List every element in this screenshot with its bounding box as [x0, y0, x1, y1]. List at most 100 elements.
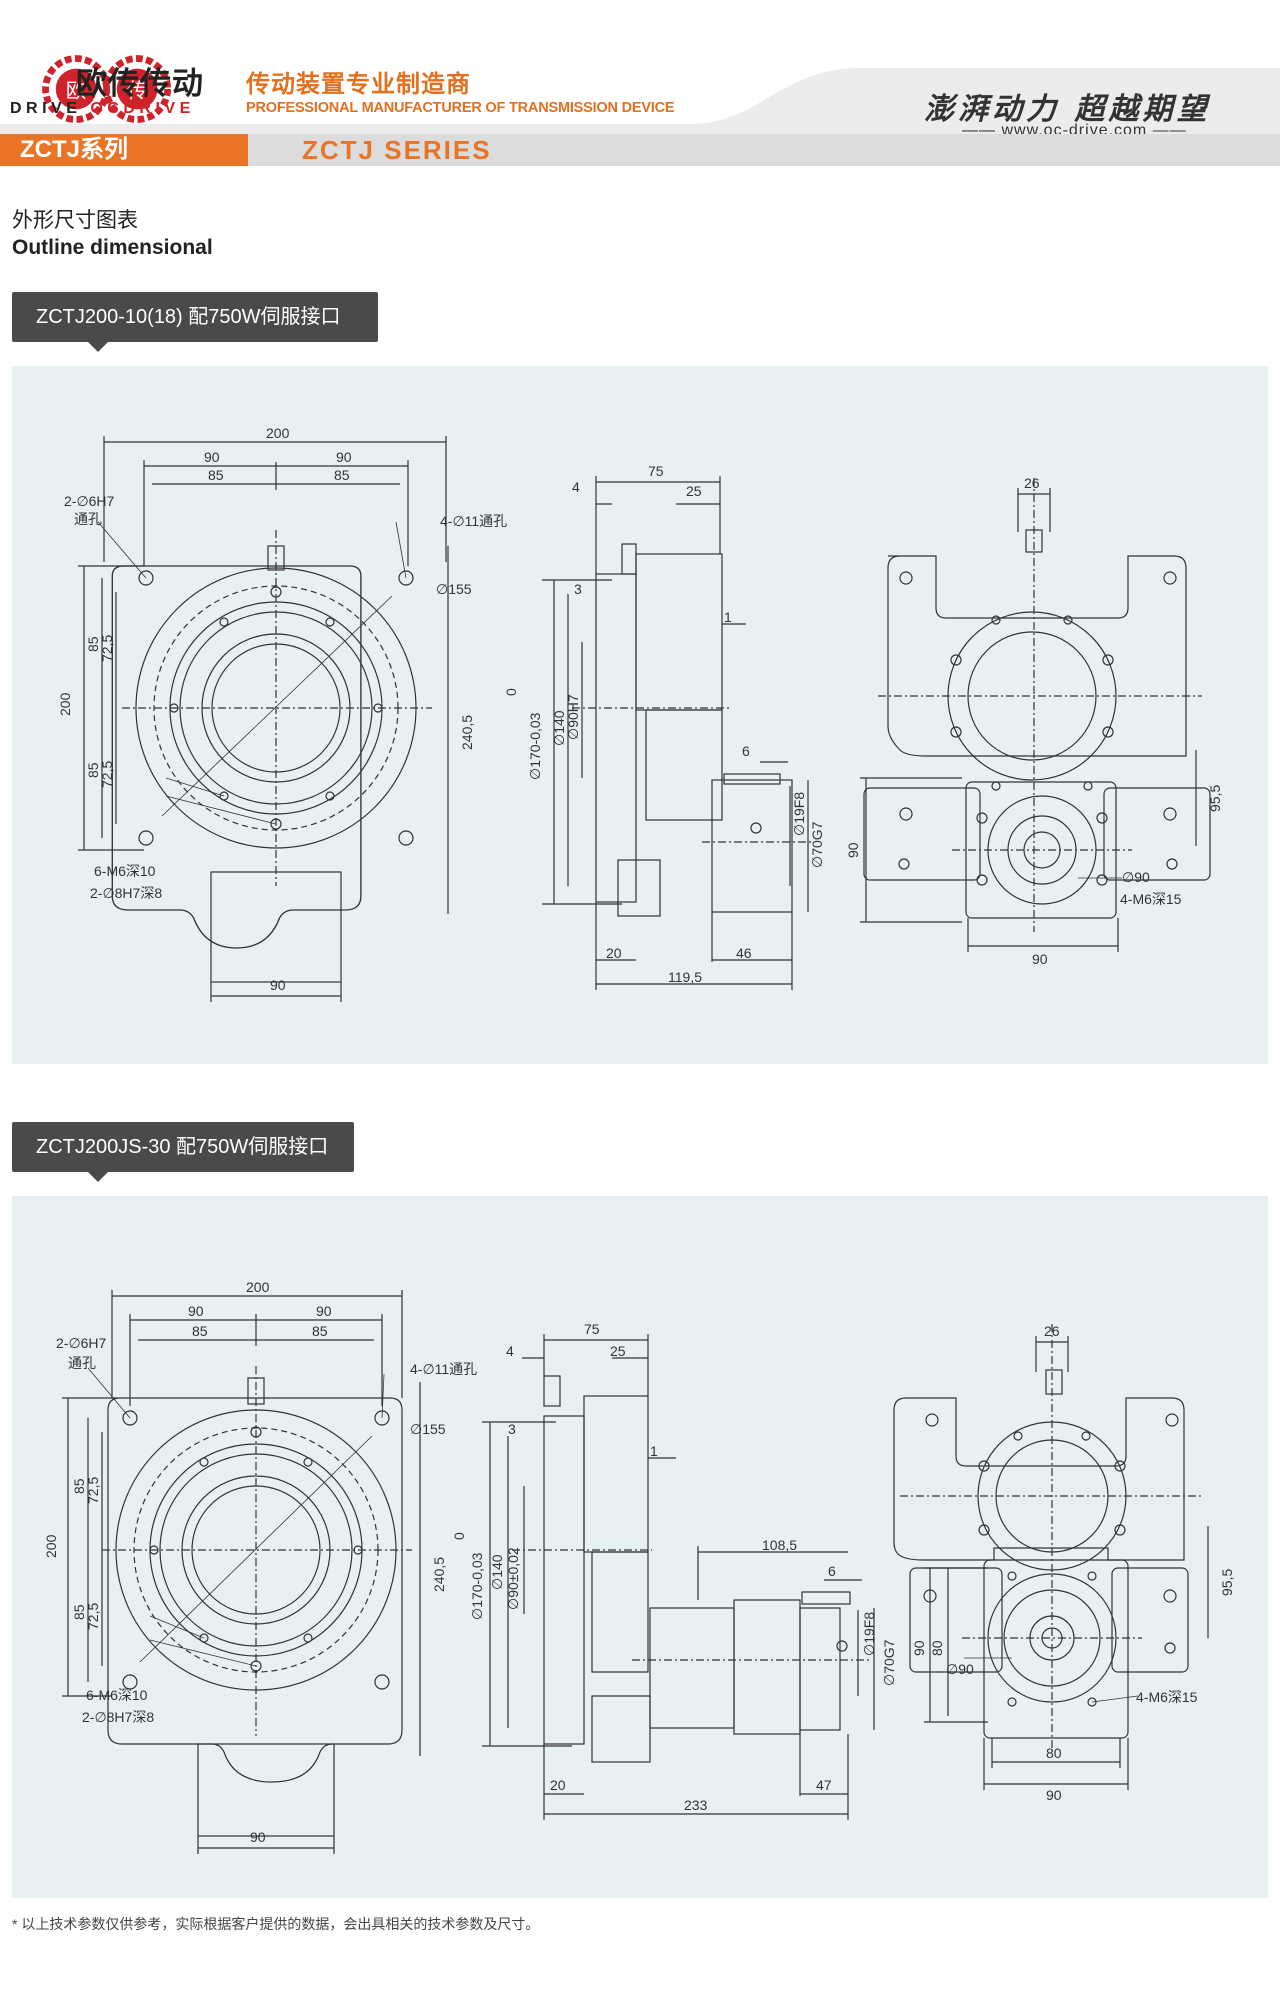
dim-front-85-left: 85 [192, 1323, 208, 1339]
dim-front-90-right: 90 [316, 1303, 332, 1319]
dim-side-0: 0 [503, 688, 519, 696]
dim-front-85-right: 85 [312, 1323, 328, 1339]
brand-logo-icon: 欧 传 [42, 55, 172, 123]
dim-side-6: 6 [828, 1563, 836, 1579]
back-view-labels: 26 95,5 80 90 ∅90 4-M6深15 80 90 [911, 1323, 1235, 1803]
dim-side-d170: ∅170-0,03 [527, 712, 543, 780]
drawing-2-svg: 200 90 90 85 85 200 85 85 72,5 72,5 240,… [43, 1279, 1235, 1854]
logo-mark-2: 传 [127, 79, 147, 102]
dim-front-85-bottom: 85 [85, 762, 101, 778]
brand-en-right: OCDRIVE [90, 100, 195, 117]
dim-front-72-bottom: 72,5 [99, 761, 115, 788]
dim-back-90-vert: 90 [845, 842, 861, 858]
dim-side-46: 46 [736, 945, 752, 961]
note-front-h8: 2-∅8H7深8 [90, 885, 162, 901]
side-view [542, 476, 812, 990]
drawing-1-panel: 200 90 90 85 85 200 85 85 72,5 72,5 240,… [12, 366, 1268, 1064]
dim-side-d19: ∅19F8 [861, 1612, 877, 1656]
note-front-h8: 2-∅8H7深8 [82, 1709, 154, 1725]
dim-front-height-200: 200 [43, 1534, 59, 1558]
dim-side-0: 0 [451, 1532, 467, 1540]
dim-front-d155: ∅155 [436, 581, 472, 597]
drawing-1-svg: 200 90 90 85 85 200 85 85 72,5 72,5 240,… [57, 425, 1223, 1002]
dim-front-72-top: 72,5 [99, 635, 115, 662]
dim-side-1: 1 [724, 609, 732, 625]
section-title-cn: 外形尺寸图表 [12, 209, 138, 232]
dim-side-d90: ∅90H7 [565, 694, 581, 740]
front-view-labels: 200 90 90 85 85 200 85 85 72,5 72,5 240,… [43, 1279, 477, 1845]
brand-en-left: DRIVE [10, 100, 82, 117]
tagline-cn: 传动装置专业制造商 [246, 71, 471, 98]
dim-front-90-left: 90 [204, 449, 220, 465]
note-front-hole-6: 2-∅6H7 [56, 1335, 107, 1351]
note-front-m6: 6-M6深10 [86, 1687, 148, 1703]
series-tab-en: ZCTJ SERIES [248, 134, 1280, 166]
dim-side-75: 75 [584, 1321, 600, 1337]
dim-front-width-200: 200 [246, 1279, 270, 1295]
dim-front-85-bottom: 85 [71, 1604, 87, 1620]
note-front-hole-11: 4-∅11通孔 [410, 1361, 477, 1377]
dim-front-72-bottom: 72,5 [85, 1603, 101, 1630]
dim-back-26: 26 [1024, 475, 1040, 491]
page-header: 欧 传 欧传传动 DRIVE OCDRIVE 传动装置专业制造商 PROFESS… [0, 0, 1280, 168]
dim-side-25: 25 [610, 1343, 626, 1359]
dim-side-119: 119,5 [668, 969, 702, 985]
note-front-hole-6: 2-∅6H7 [64, 493, 115, 509]
drawing-2-label: ZCTJ200JS-30 配750W伺服接口 [12, 1122, 354, 1182]
header-background [0, 68, 1280, 134]
dim-back-90-width: 90 [1032, 951, 1048, 967]
dim-front-base-90: 90 [270, 977, 286, 993]
dim-side-d140: ∅140 [489, 1554, 505, 1590]
dim-side-1: 1 [650, 1443, 658, 1459]
dim-side-6: 6 [742, 743, 750, 759]
drawing-1-label: ZCTJ200-10(18) 配750W伺服接口 [12, 292, 378, 352]
series-tab-cn: ZCTJ系列 [0, 134, 248, 166]
footnote: * 以上技术参数仅供参考，实际根据客户提供的数据，会出具相关的技术参数及尺寸。 [12, 1916, 540, 1932]
dim-back-95: 95,5 [1219, 1569, 1235, 1596]
dim-front-85-right: 85 [334, 467, 350, 483]
side-view-labels: 75 4 25 3 1 0 ∅170-0,03 ∅140 ∅90±0,02 10… [451, 1321, 897, 1813]
note-back-m6: 4-M6深15 [1136, 1689, 1198, 1705]
back-view [893, 1324, 1209, 1790]
side-view-labels: 75 4 25 3 1 0 ∅170-0,03 ∅140 ∅90H7 6 ∅19… [503, 463, 825, 985]
side-view [482, 1334, 875, 1820]
dim-front-width-200: 200 [266, 425, 290, 441]
back-view-labels: 26 95,5 90 ∅90 4-M6深15 90 [845, 475, 1223, 967]
dim-side-233: 233 [684, 1797, 708, 1813]
dim-side-d170: ∅170-0,03 [469, 1552, 485, 1620]
note-back-m6: 4-M6深15 [1120, 891, 1182, 907]
front-view-labels: 200 90 90 85 85 200 85 85 72,5 72,5 240,… [57, 425, 507, 993]
dim-front-90-left: 90 [188, 1303, 204, 1319]
dim-front-240: 240,5 [431, 1557, 447, 1592]
slogan: 澎湃动力 超越期望 [924, 92, 1211, 127]
back-view [860, 478, 1211, 952]
section-title-en: Outline dimensional [12, 236, 213, 259]
note-front-m6: 6-M6深10 [94, 863, 156, 879]
note-front-hole-11: 4-∅11通孔 [440, 513, 507, 529]
dim-back-90-vert: 90 [911, 1640, 927, 1656]
dim-front-72-top: 72,5 [85, 1477, 101, 1504]
note-front-hole-6b: 通孔 [74, 511, 102, 527]
dim-side-4: 4 [572, 479, 580, 495]
drawing-2-panel: 200 90 90 85 85 200 85 85 72,5 72,5 240,… [12, 1196, 1268, 1898]
dim-back-26: 26 [1044, 1323, 1060, 1339]
dim-side-20: 20 [606, 945, 622, 961]
note-front-hole-6b: 通孔 [68, 1355, 96, 1371]
front-view [78, 436, 449, 1002]
dim-front-90-right: 90 [336, 449, 352, 465]
dim-front-85-left: 85 [208, 467, 224, 483]
brand-name-en: DRIVE OCDRIVE [10, 100, 195, 118]
dim-front-85-top: 85 [85, 636, 101, 652]
dim-side-d19: ∅19F8 [791, 792, 807, 836]
dim-side-3: 3 [574, 581, 582, 597]
dim-back-95: 95,5 [1207, 785, 1223, 812]
dim-back-80-vert: 80 [929, 1640, 945, 1656]
dim-side-75: 75 [648, 463, 664, 479]
dim-side-d70: ∅70G7 [809, 821, 825, 868]
logo-mark-1: 欧 [66, 79, 86, 102]
dim-back-80-width: 80 [1046, 1745, 1062, 1761]
dim-side-4: 4 [506, 1343, 514, 1359]
dim-side-d70: ∅70G7 [881, 1639, 897, 1686]
dim-side-25: 25 [686, 483, 702, 499]
dim-front-base-90: 90 [250, 1829, 266, 1845]
